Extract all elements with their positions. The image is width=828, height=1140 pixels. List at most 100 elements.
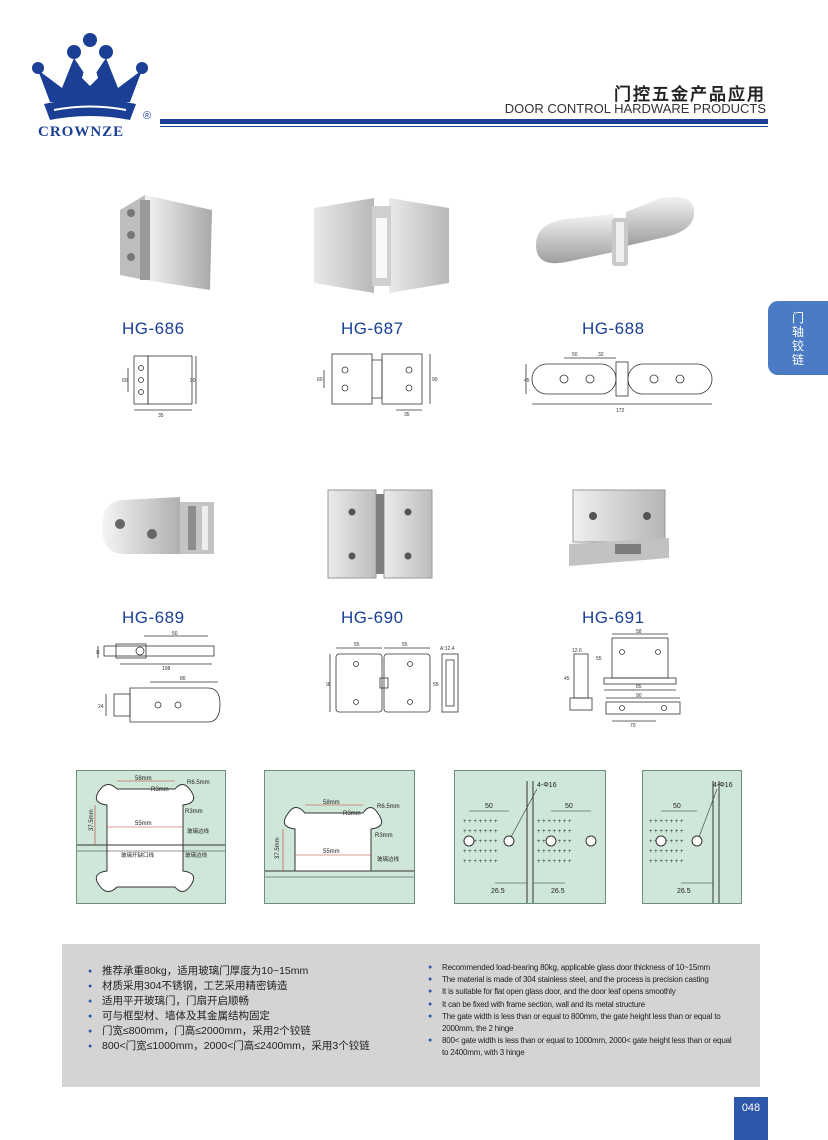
- svg-text:+ + + + + + +: + + + + + + +: [463, 839, 498, 845]
- model-label-hg-687: HG-687: [341, 319, 404, 338]
- spec-item-en: The material is made of 304 stainless st…: [428, 974, 738, 986]
- cutout-label: 26.5: [551, 888, 565, 895]
- cutout-label: 玻璃边线: [185, 851, 208, 859]
- dim-text: 85: [636, 684, 642, 690]
- cutout-diagram-3: + + + + + + ++ + + + + + ++ + + + + + + …: [454, 770, 606, 904]
- cutout-label: 55mm: [135, 821, 152, 827]
- cutout-label: R3mm: [151, 787, 169, 793]
- svg-text:+ + + + + + +: + + + + + + +: [649, 849, 684, 855]
- spec-item-en: It can be fixed with frame section, wall…: [428, 999, 738, 1011]
- spec-item-cn: 800<门宽≤1000mm，2000<门高≤2400mm，采用3个铰链: [88, 1039, 428, 1054]
- side-tab-hinges[interactable]: 门轴铰链: [768, 301, 828, 375]
- dim-text: 172: [616, 408, 625, 414]
- cutout-label: 玻璃边线: [377, 855, 400, 863]
- svg-text:+ + + + + + +: + + + + + + +: [649, 859, 684, 865]
- cutout-label: R3mm: [343, 811, 361, 817]
- dim-text: 35: [158, 413, 164, 419]
- dim-text: 45: [96, 650, 100, 656]
- side-tab-label: 门轴铰链: [791, 311, 804, 367]
- page-number: 048: [734, 1097, 768, 1140]
- product-photo-hg-687: [314, 198, 449, 298]
- cutout-diagram-1: 58mm R6.5mm R3mm R3mm 37.5mm 55mm 玻璃边线 玻…: [76, 770, 226, 904]
- drawing-hg-688: 50 32 45 172: [524, 350, 720, 419]
- dim-text: 50: [572, 352, 578, 358]
- model-label-hg-689: HG-689: [122, 608, 185, 627]
- dim-text: 55: [433, 682, 439, 688]
- model-label-hg-688: HG-688: [582, 319, 645, 338]
- dim-text: 50: [172, 631, 178, 637]
- drawing-hg-687: 35 60 90: [312, 350, 442, 425]
- dim-text: 70: [630, 723, 636, 728]
- cutout-label: R6.5mm: [377, 804, 400, 810]
- spec-item-en: The gate width is less than or equal to …: [428, 1011, 738, 1035]
- dim-text: 58: [636, 629, 642, 635]
- dim-text: 35: [404, 412, 410, 418]
- cutout-label: R3mm: [185, 809, 203, 815]
- cutout-label: 50: [485, 803, 493, 810]
- svg-text:+ + + + + + +: + + + + + + +: [537, 829, 572, 835]
- registered-mark: ®: [143, 110, 152, 122]
- dim-text: 58: [326, 682, 331, 688]
- cutout-label: 玻璃开缺口线: [121, 851, 155, 859]
- dim-text: 55: [354, 642, 360, 648]
- dim-text: 90: [190, 378, 196, 384]
- spec-item-en: Recommended load-bearing 80kg, applicabl…: [428, 962, 738, 974]
- svg-text:+ + + + + + +: + + + + + + +: [463, 829, 498, 835]
- dim-text: 60: [122, 378, 128, 384]
- svg-text:+ + + + + + +: + + + + + + +: [649, 839, 684, 845]
- dim-text: A:12.4: [440, 646, 455, 652]
- spec-item-cn: 推荐承重80kg，适用玻璃门厚度为10~15mm: [88, 964, 428, 979]
- spec-list-en: Recommended load-bearing 80kg, applicabl…: [428, 962, 738, 1060]
- dim-text: 60: [317, 377, 323, 383]
- cutout-label: 37.5mm: [275, 837, 281, 859]
- drawing-hg-691: 58 12.6 55 45 85 90 70: [560, 628, 690, 733]
- dim-text: 45: [564, 676, 570, 682]
- svg-text:+ + + + + + +: + + + + + + +: [463, 849, 498, 855]
- brand-name: CROWNZE: [38, 124, 125, 140]
- header-rule: [160, 119, 768, 124]
- cutout-label: 37.5mm: [89, 809, 95, 831]
- product-photo-hg-688: [536, 190, 696, 275]
- page-title-en: DOOR CONTROL HARDWARE PRODUCTS: [504, 101, 766, 116]
- product-photo-hg-686: [100, 195, 215, 295]
- svg-text:+ + + + + + +: + + + + + + +: [463, 859, 498, 865]
- model-label-hg-686: HG-686: [122, 319, 185, 338]
- dim-text: 86: [180, 676, 186, 682]
- spec-item-cn: 门宽≤800mm，门高≤2000mm，采用2个铰链: [88, 1024, 428, 1039]
- drawing-hg-690: 55 55 58 55 A:12.4: [325, 640, 466, 725]
- svg-text:+ + + + + + +: + + + + + + +: [649, 829, 684, 835]
- cutout-diagram-2: 58mm R6.5mm R3mm R3mm 37.5mm 55mm 玻璃边线: [264, 770, 415, 904]
- cutout-label: 50: [673, 803, 681, 810]
- dim-text: 108: [162, 666, 171, 672]
- product-photo-hg-691: [565, 488, 670, 575]
- cutout-label: 58mm: [323, 800, 340, 806]
- cutout-label: 58mm: [135, 776, 152, 782]
- product-photo-hg-690: [326, 484, 438, 585]
- cutout-label: 4-Φ16: [713, 782, 733, 789]
- svg-text:+ + + + + + +: + + + + + + +: [649, 819, 684, 825]
- spec-item-cn: 材质采用304不锈钢，工艺采用精密铸造: [88, 979, 428, 994]
- crown-logo: [30, 30, 150, 142]
- spec-item-en: 800< gate width is less than or equal to…: [428, 1035, 738, 1059]
- model-label-hg-690: HG-690: [341, 608, 404, 627]
- dim-text: 90: [636, 693, 642, 699]
- cutout-label: 26.5: [491, 888, 505, 895]
- cutout-diagram-4: + + + + + + ++ + + + + + ++ + + + + + + …: [642, 770, 742, 904]
- cutout-label: 50: [565, 803, 573, 810]
- model-label-hg-691: HG-691: [582, 608, 645, 627]
- cutout-label: 55mm: [323, 849, 340, 855]
- svg-text:+ + + + + + +: + + + + + + +: [537, 849, 572, 855]
- dim-text: 90: [432, 377, 438, 383]
- spec-list-cn: 推荐承重80kg，适用玻璃门厚度为10~15mm 材质采用304不锈钢，工艺采用…: [88, 964, 428, 1054]
- spec-item-cn: 适用平开玻璃门，门扇开启顺畅: [88, 994, 428, 1009]
- dim-text: 32: [598, 352, 604, 358]
- header-thin-rule: [160, 126, 768, 127]
- dim-text: 55: [596, 656, 602, 662]
- cutout-label: 玻璃边线: [187, 827, 210, 835]
- cutout-label: 4-Φ16: [537, 782, 557, 789]
- page-title-cn: 门控五金产品应用: [614, 85, 766, 105]
- svg-text:+ + + + + + +: + + + + + + +: [537, 819, 572, 825]
- drawing-hg-689: 50 45 108 86 24: [94, 630, 226, 733]
- spec-panel: 推荐承重80kg，适用玻璃门厚度为10~15mm 材质采用304不锈钢，工艺采用…: [62, 944, 760, 1087]
- svg-text:+ + + + + + +: + + + + + + +: [537, 859, 572, 865]
